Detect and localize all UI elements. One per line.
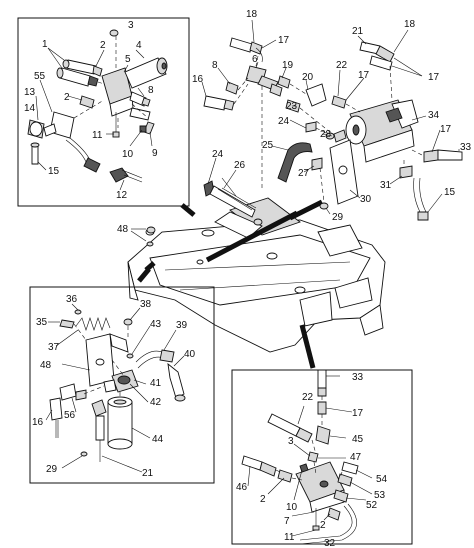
callout-27: 27: [298, 168, 310, 179]
callout-21: 21: [352, 26, 364, 37]
callout-20: 20: [302, 72, 314, 83]
callout-17: 17: [428, 72, 440, 83]
callout-14: 14: [24, 103, 36, 114]
callout-22: 22: [336, 60, 348, 71]
callout-39: 39: [176, 320, 188, 331]
callout-36: 36: [66, 294, 78, 305]
callout-53: 53: [374, 490, 386, 501]
callout-15: 15: [48, 166, 60, 177]
pump-assembly: 18 17 6 8 16 19 20 22 17 21 18 17 23 24 …: [192, 9, 472, 223]
callout-23: 23: [286, 101, 298, 112]
callout-10: 10: [122, 149, 134, 160]
callout-17: 17: [440, 124, 452, 135]
lower-right-valve-detail: 33 22 17 3 45 47 46 2 10 54 53 52 7 11 2…: [231, 369, 413, 548]
upper-left-valve-detail: 1 2 3 4 5 2 55 13 14 8 11 10 9 15 12: [17, 17, 190, 207]
callout-15: 15: [444, 187, 456, 198]
callout-2: 2: [100, 40, 106, 51]
callout-25: 25: [262, 140, 274, 151]
callout-48: 48: [117, 224, 129, 235]
callout-54: 54: [376, 474, 388, 485]
callout-45: 45: [352, 434, 364, 445]
callout-18: 18: [404, 19, 416, 30]
callout-40: 40: [184, 349, 196, 360]
callout-17: 17: [352, 408, 364, 419]
callout-35: 35: [36, 317, 48, 328]
callout-26: 26: [234, 160, 246, 171]
callout-22: 22: [302, 392, 314, 403]
callout-13: 13: [24, 87, 36, 98]
callout-44: 44: [152, 434, 164, 445]
callout-8: 8: [212, 60, 218, 71]
detail-pointer-lines: [137, 199, 324, 369]
callout-3: 3: [128, 20, 134, 31]
callout-55: 55: [34, 71, 46, 82]
callout-7: 7: [284, 516, 290, 527]
callout-10: 10: [286, 502, 298, 513]
callout-16: 16: [192, 74, 204, 85]
callout-29: 29: [332, 212, 344, 223]
callout-5: 5: [125, 54, 131, 65]
callout-48-frame: 48: [117, 224, 156, 247]
callout-46: 46: [236, 482, 248, 493]
callout-56: 56: [64, 410, 76, 421]
callout-17: 17: [358, 70, 370, 81]
callout-52: 52: [366, 500, 378, 511]
callout-24: 24: [212, 149, 224, 160]
callout-33: 33: [352, 372, 364, 383]
callout-28: 28: [320, 129, 332, 140]
callout-42: 42: [150, 397, 162, 408]
callout-1: 1: [42, 39, 48, 50]
callout-2: 2: [64, 92, 70, 103]
callout-43: 43: [150, 319, 162, 330]
callout-24: 24: [278, 116, 290, 127]
callout-8: 8: [148, 85, 154, 96]
callout-38: 38: [140, 299, 152, 310]
frame-hose-assembly: [203, 177, 263, 226]
callout-30: 30: [360, 194, 372, 205]
chassis-frame: [127, 197, 386, 353]
lower-left-filter-detail: 36 35 37 38 43 39 48 40 41 42 16 56 44 2…: [29, 286, 215, 484]
callout-34: 34: [428, 110, 440, 121]
callout-32: 32: [324, 538, 336, 548]
callout-16: 16: [32, 417, 44, 428]
callout-18: 18: [246, 9, 258, 20]
callout-9: 9: [152, 148, 158, 159]
callout-2: 2: [320, 520, 326, 531]
callout-11: 11: [284, 532, 295, 543]
callout-11: 11: [92, 130, 103, 141]
callout-29: 29: [46, 464, 58, 475]
callout-47: 47: [350, 452, 362, 463]
callout-31: 31: [380, 180, 392, 191]
callout-2: 2: [260, 494, 266, 505]
callout-21: 21: [142, 468, 154, 479]
callout-33: 33: [460, 142, 472, 153]
callout-19: 19: [282, 60, 294, 71]
callout-12: 12: [116, 190, 128, 201]
callout-48: 48: [40, 360, 52, 371]
callout-4: 4: [136, 40, 142, 51]
callout-17: 17: [278, 35, 290, 46]
callout-37: 37: [48, 342, 60, 353]
callout-3: 3: [288, 436, 294, 447]
callout-41: 41: [150, 378, 162, 389]
callout-6: 6: [252, 54, 258, 65]
